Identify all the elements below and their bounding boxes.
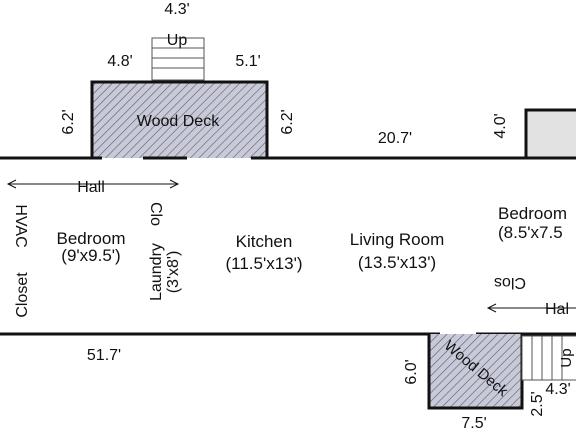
label-closet: Closet bbox=[14, 272, 31, 318]
dim-bottom-wall-span: 51.7' bbox=[87, 347, 121, 364]
dim-lower-deck-depth: 6.0' bbox=[403, 359, 420, 384]
lower-stairs bbox=[521, 335, 576, 381]
label-kitchen-size: (11.5'x13') bbox=[225, 254, 302, 273]
dim-lower-stair-width: 4.3' bbox=[545, 381, 570, 398]
label-hvac: HVAC bbox=[12, 204, 29, 247]
label-living-room: Living Room bbox=[350, 230, 445, 249]
dim-stair-width-top: 4.3' bbox=[164, 1, 189, 18]
label-closet-right: Clos bbox=[494, 274, 526, 291]
label-laundry-size: (3'x8') bbox=[165, 251, 182, 294]
label-laundry: Laundry bbox=[148, 243, 165, 301]
label-upper-deck: Wood Deck bbox=[137, 113, 220, 130]
label-living-room-size: (13.5'x13') bbox=[358, 253, 436, 272]
lower-deck-area bbox=[429, 334, 522, 408]
dim-deck-right-span: 5.1' bbox=[235, 53, 260, 70]
hall-right-arrow bbox=[486, 303, 576, 313]
label-closet-small: Clo bbox=[147, 202, 164, 226]
upper-deck-outline bbox=[90, 80, 269, 158]
label-stairs-up-top: Up bbox=[167, 32, 188, 49]
hall-left-arrow bbox=[6, 179, 180, 189]
label-bedroom-left: Bedroom bbox=[57, 229, 126, 248]
label-hall-left: Hall bbox=[77, 179, 105, 196]
adjacent-structure bbox=[524, 108, 576, 158]
label-bedroom-right-size: (8.5'x7.5 bbox=[498, 223, 563, 242]
dim-deck-left-depth: 6.2' bbox=[60, 109, 77, 134]
dim-deck-left-span: 4.8' bbox=[107, 53, 132, 70]
dim-lower-stair-rise: 2.5' bbox=[529, 391, 546, 416]
dim-top-wall-span: 20.7' bbox=[378, 130, 412, 147]
dim-deck-right-depth: 6.2' bbox=[279, 109, 296, 134]
dim-right-depth: 4.0' bbox=[492, 113, 509, 138]
label-bedroom-left-size: (9'x9.5') bbox=[61, 246, 120, 265]
label-kitchen: Kitchen bbox=[236, 232, 293, 251]
upper-stairs bbox=[151, 37, 205, 81]
upper-deck-area bbox=[92, 82, 267, 158]
label-hall-right: Hal bbox=[545, 301, 569, 318]
label-bedroom-right: Bedroom bbox=[498, 204, 567, 223]
dim-lower-deck-width: 7.5' bbox=[461, 415, 486, 429]
label-stairs-up-lower: Up bbox=[558, 348, 575, 367]
